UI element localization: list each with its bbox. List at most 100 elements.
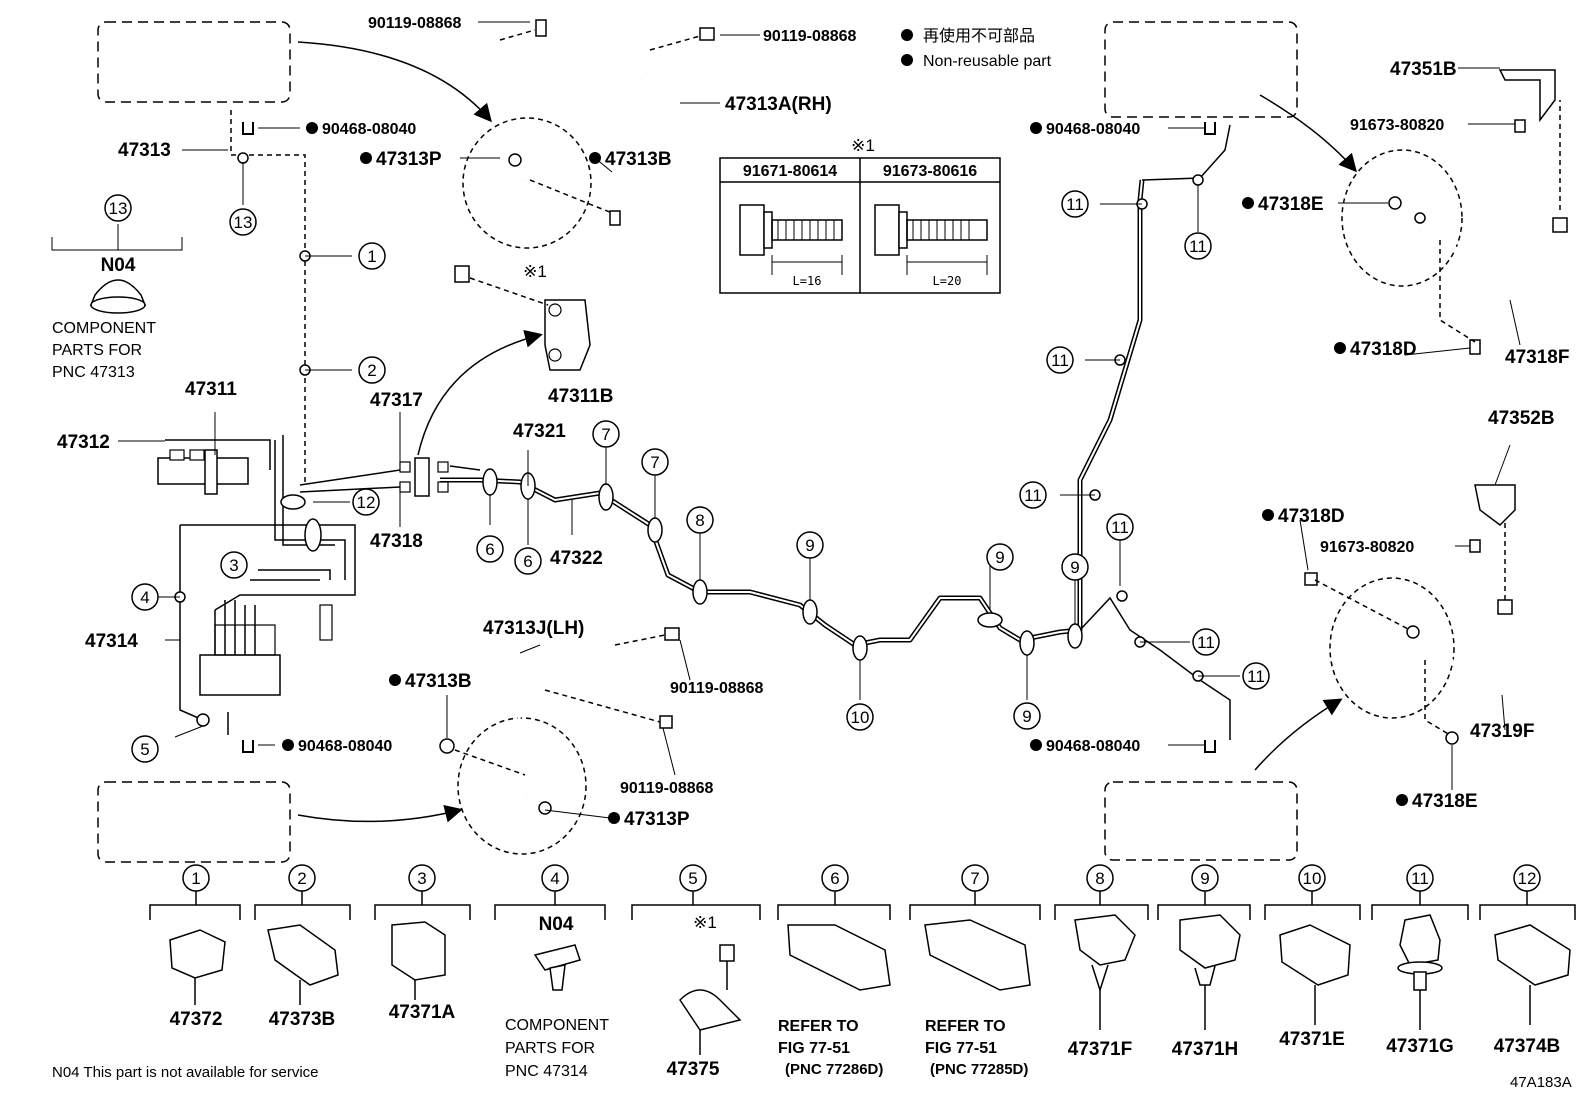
svg-text:4: 4 bbox=[140, 588, 149, 607]
actuator-block-icon bbox=[199, 654, 281, 696]
legend-jp: 再使用不可部品 bbox=[923, 27, 1035, 45]
callout-10: 10 bbox=[846, 703, 874, 731]
bracket-47311B-icon bbox=[454, 265, 591, 371]
bottom-part-1-label: 47372 bbox=[170, 1009, 223, 1030]
bottom-part-4-label: N04 bbox=[539, 914, 574, 935]
svg-text:5: 5 bbox=[688, 869, 697, 888]
bottom-part-7: 7 REFER TO FIG 77-51 (PNC 77285D) bbox=[909, 864, 1041, 1078]
callout-3: 3 bbox=[220, 551, 248, 579]
bottom-part-12: 12 47374B bbox=[1479, 864, 1576, 1057]
callout-1: 1 bbox=[358, 242, 386, 270]
svg-text:6: 6 bbox=[523, 552, 532, 571]
master-cylinder-area bbox=[157, 110, 401, 735]
ref6-line1: REFER TO bbox=[778, 1018, 859, 1035]
bolt-table-mark: ※1 bbox=[851, 136, 875, 155]
label-47319F: 47319F bbox=[1470, 721, 1534, 742]
bottom-part-11: 11 47371G bbox=[1371, 864, 1469, 1057]
clamp-47371A-icon bbox=[391, 921, 446, 981]
svg-text:9: 9 bbox=[1070, 558, 1079, 577]
hose-47313A bbox=[499, 19, 715, 226]
part-labels: 90119-08868 90119-08868 47313A(RH) 90468… bbox=[57, 15, 1569, 830]
bottom-part-6: 6 REFER TO FIG 77-51 (PNC 77286D) bbox=[777, 864, 891, 1078]
bottom-part-10-label: 47371E bbox=[1279, 1029, 1345, 1050]
svg-text:11: 11 bbox=[1066, 195, 1084, 214]
svg-text:12: 12 bbox=[357, 493, 376, 512]
svg-text:11: 11 bbox=[1051, 351, 1069, 370]
label-47311B: 47311B bbox=[548, 386, 614, 407]
callout-9: 9 bbox=[796, 531, 824, 559]
label-90468-br: 90468-08040 bbox=[1046, 738, 1140, 755]
bracket-47352B-icon bbox=[1474, 484, 1516, 526]
label-47313B-bot: 47313B bbox=[405, 671, 472, 692]
bolt-l16-icon bbox=[739, 204, 843, 275]
svg-text:11: 11 bbox=[1189, 237, 1207, 256]
ref6-line3: (PNC 77286D) bbox=[785, 1061, 883, 1078]
bottom-part-11-label: 47371G bbox=[1386, 1036, 1454, 1057]
label-47313: 47313 bbox=[118, 140, 171, 161]
svg-text:3: 3 bbox=[417, 869, 426, 888]
bottom-part-12-label: 47374B bbox=[1494, 1036, 1561, 1057]
n04-head-label: N04 bbox=[101, 255, 136, 276]
bottom-comp-line2: PARTS FOR bbox=[505, 1040, 595, 1057]
hose-47318F bbox=[1388, 69, 1568, 355]
clamp-47373B-icon bbox=[267, 924, 339, 986]
clamp-47375-icon bbox=[679, 989, 742, 1031]
bolt-table-col1-part: 91671-80614 bbox=[743, 163, 837, 180]
label-47321: 47321 bbox=[513, 421, 566, 442]
mark1-a: ※1 bbox=[523, 262, 547, 281]
label-47313P-top: 47313P bbox=[376, 149, 442, 170]
clamp-47371G-icon bbox=[1399, 914, 1441, 966]
wheel-box-rear-right bbox=[1104, 770, 1298, 861]
callout-11: 11 bbox=[1046, 346, 1074, 374]
label-91673-top: 91673-80820 bbox=[1350, 117, 1444, 134]
callout-13-head: 13 bbox=[109, 199, 128, 218]
callout-11: 11 bbox=[1061, 190, 1089, 218]
ref7-line1: REFER TO bbox=[925, 1018, 1006, 1035]
bolt-table-col2-part: 91673-80616 bbox=[883, 163, 977, 180]
bottom-parts-strip: 1 47372 2 47373B 3 47371A 4 bbox=[149, 864, 1576, 1080]
callout-13: 13 bbox=[229, 208, 257, 236]
svg-text:7: 7 bbox=[970, 869, 979, 888]
bottom-part-3: 3 47371A bbox=[374, 864, 471, 1023]
wheel-box-rear-left bbox=[97, 770, 291, 863]
grommet-n04-icon bbox=[533, 944, 581, 971]
callout-11: 11 bbox=[1242, 662, 1270, 690]
ref7-line3: (PNC 77285D) bbox=[930, 1061, 1028, 1078]
master-cylinder-icon bbox=[157, 457, 249, 485]
callout-12: 12 bbox=[352, 488, 380, 516]
callout-6: 6 bbox=[476, 535, 504, 563]
bottom-part-2: 2 47373B bbox=[254, 864, 351, 1030]
bracket-47351B-icon bbox=[1498, 69, 1556, 123]
label-47313A: 47313A(RH) bbox=[725, 94, 832, 115]
svg-text:8: 8 bbox=[1095, 869, 1104, 888]
label-47318: 47318 bbox=[370, 531, 423, 552]
callout-9: 9 bbox=[1013, 702, 1041, 730]
label-90119-top2: 90119-08868 bbox=[763, 28, 857, 45]
label-47351B: 47351B bbox=[1390, 59, 1457, 80]
label-90119-mid1: 90119-08868 bbox=[670, 680, 764, 697]
comp-top-line3: PNC 47313 bbox=[52, 364, 135, 381]
bottom-comp-line1: COMPONENT bbox=[505, 1017, 609, 1034]
clamp-47372-icon bbox=[169, 929, 226, 979]
bottom-part-2-label: 47373B bbox=[269, 1009, 336, 1030]
label-47317: 47317 bbox=[370, 390, 423, 411]
svg-text:2: 2 bbox=[367, 361, 376, 380]
bolt-table: ※1 91671-80614 91673-80616 L=16 L=20 bbox=[719, 136, 1001, 294]
svg-text:11: 11 bbox=[1111, 518, 1129, 537]
svg-text:6: 6 bbox=[830, 869, 839, 888]
hose-47319F bbox=[1304, 484, 1516, 745]
svg-text:1: 1 bbox=[191, 869, 200, 888]
label-47312: 47312 bbox=[57, 432, 110, 453]
label-47313J: 47313J(LH) bbox=[483, 618, 584, 639]
clamp-47374B-icon bbox=[1494, 924, 1571, 986]
callouts: 1 2 13 12 3 4 5 6 6 7 7 8 9 10 9 9 9 11 … bbox=[131, 190, 1270, 763]
callout-7: 7 bbox=[592, 420, 620, 448]
label-90468-bl: 90468-08040 bbox=[298, 738, 392, 755]
bottom-mark5: ※1 bbox=[693, 913, 717, 932]
label-47318F: 47318F bbox=[1505, 347, 1569, 368]
bottom-part-8: 8 47371F bbox=[1054, 864, 1149, 1060]
svg-text:2: 2 bbox=[297, 869, 306, 888]
bolt-icon bbox=[719, 944, 735, 962]
main-brake-pipe bbox=[174, 124, 1231, 740]
